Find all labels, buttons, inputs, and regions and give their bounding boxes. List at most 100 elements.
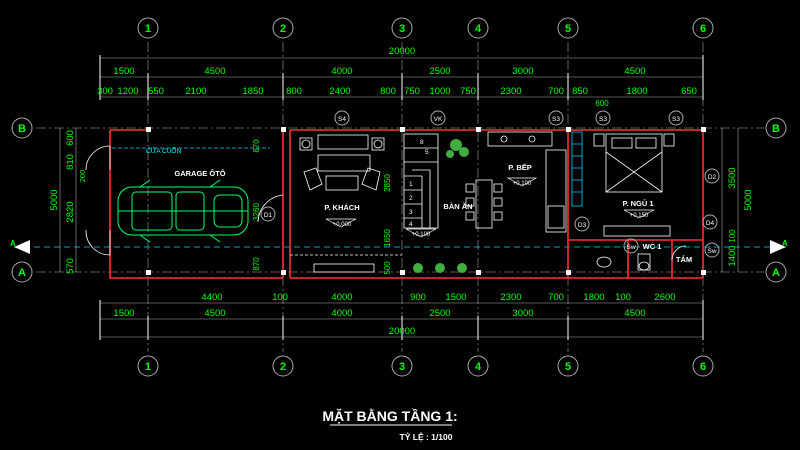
room-label-living: P. KHÁCH (324, 203, 359, 212)
svg-text:1500: 1500 (113, 308, 134, 319)
svg-text:500: 500 (383, 261, 392, 275)
svg-text:4400: 4400 (201, 292, 222, 303)
svg-text:300: 300 (97, 86, 113, 97)
window-tag-sw-1: Sw (623, 238, 639, 254)
wardrobe (571, 131, 583, 207)
plant-icons (413, 139, 469, 273)
svg-text:4500: 4500 (204, 66, 225, 77)
svg-text:3500: 3500 (727, 167, 738, 188)
section-marker-right: A (770, 239, 788, 254)
room-label-bath: TẮM (676, 255, 692, 264)
door-tag-vk: VK (430, 110, 446, 126)
svg-text:3000: 3000 (512, 308, 533, 319)
grid-bubble-1-bottom: 1 (137, 355, 159, 377)
dims-left: 5000 600 810 2820 570 200 (49, 130, 87, 274)
kitchen-counter (487, 131, 567, 233)
room-label-kitchen: P. BẾP (508, 162, 532, 172)
level-marker-bedroom: +0.150 (623, 209, 655, 219)
svg-text:100: 100 (272, 292, 288, 303)
svg-text:2: 2 (280, 23, 286, 35)
svg-text:B: B (18, 123, 26, 135)
svg-text:100: 100 (728, 229, 737, 243)
svg-text:750: 750 (460, 86, 476, 97)
dims-top-row1: 1500 4500 4000 2500 3000 4500 (113, 66, 645, 77)
svg-text:1800: 1800 (583, 292, 604, 303)
wc-fixtures (596, 245, 687, 271)
svg-text:700: 700 (548, 86, 564, 97)
grid-bubble-2-bottom: 2 (272, 355, 294, 377)
svg-text:5: 5 (565, 361, 571, 373)
room-label-dining: BÀN ĂN (443, 202, 472, 211)
grid-bubble-3-top: 3 (391, 17, 413, 39)
room-label-wc: WC 1 (643, 242, 662, 251)
svg-text:4500: 4500 (624, 66, 645, 77)
section-marker-left: A (10, 239, 30, 254)
grid-bubbles-top: 1 2 3 4 5 6 (137, 17, 714, 39)
svg-text:2500: 2500 (429, 308, 450, 319)
door-tag-d2: D2 (704, 168, 720, 184)
svg-text:5000: 5000 (743, 189, 754, 210)
svg-text:1200: 1200 (117, 86, 138, 97)
stair-garage-door (257, 194, 284, 223)
svg-text:700: 700 (548, 292, 564, 303)
svg-text:2400: 2400 (329, 86, 350, 97)
svg-text:+0.100: +0.100 (513, 181, 532, 187)
svg-text:2: 2 (409, 195, 413, 202)
grid-bubbles-bottom: 1 2 3 4 5 6 (137, 355, 714, 377)
svg-text:1: 1 (409, 181, 413, 188)
roller-door-label: CỬA CUỐN (146, 145, 181, 155)
svg-text:S3: S3 (672, 116, 680, 123)
svg-text:+0.100: +0.100 (412, 232, 431, 238)
grid-bubble-b-right: B (765, 117, 787, 139)
room-label-garage: GARAGE ÔTÔ (174, 169, 225, 178)
door-tag-d3: D3 (574, 216, 590, 232)
svg-text:850: 850 (572, 86, 588, 97)
garage-side-door (85, 145, 111, 256)
svg-text:S4: S4 (338, 116, 346, 123)
svg-text:4: 4 (475, 361, 482, 373)
svg-text:4: 4 (475, 23, 482, 35)
svg-text:A: A (782, 239, 788, 248)
door-tag-d1: D1 (260, 206, 276, 222)
grid-bubble-6-bottom: 6 (692, 355, 714, 377)
svg-text:4500: 4500 (624, 308, 645, 319)
grid-bubble-4-bottom: 4 (467, 355, 489, 377)
svg-text:VK: VK (434, 116, 443, 123)
svg-text:2300: 2300 (500, 292, 521, 303)
svg-text:3: 3 (399, 23, 405, 35)
svg-text:1000: 1000 (429, 86, 450, 97)
grid-bubble-1-top: 1 (137, 17, 159, 39)
svg-text:A: A (772, 267, 780, 279)
svg-text:600: 600 (65, 130, 76, 146)
bed-icon (593, 133, 675, 193)
svg-text:100: 100 (615, 292, 631, 303)
svg-text:750: 750 (404, 86, 420, 97)
svg-text:1800: 1800 (626, 86, 647, 97)
svg-text:1: 1 (145, 361, 151, 373)
svg-text:900: 900 (410, 292, 426, 303)
grid-lines (36, 42, 764, 352)
dimension-lines (59, 57, 739, 338)
window-tag-s3-bed-2: S3 (668, 110, 684, 126)
svg-text:4000: 4000 (331, 66, 352, 77)
svg-text:+0.150: +0.150 (630, 213, 649, 219)
svg-text:870: 870 (252, 257, 261, 271)
dims-interior: 870 3260 870 2850 1650 500 (252, 139, 392, 275)
svg-text:800: 800 (286, 86, 302, 97)
dims-bottom-row2: 1500 4500 4000 2500 3000 4500 (113, 308, 645, 319)
svg-text:2100: 2100 (185, 86, 206, 97)
level-marker-living: +0.000 (325, 218, 357, 228)
svg-text:1400: 1400 (727, 245, 738, 266)
drawing-scale: TỶ LỆ : 1/100 (400, 431, 453, 442)
window-tag-sw-2: Sw (704, 242, 720, 258)
grid-bubble-2-top: 2 (272, 17, 294, 39)
dimension-ticks (99, 55, 704, 340)
svg-text:3: 3 (409, 209, 413, 216)
grid-bubble-5-top: 5 (557, 17, 579, 39)
grid-bubbles-side: B A B A (11, 117, 787, 283)
svg-text:5: 5 (425, 149, 429, 156)
svg-text:D4: D4 (706, 220, 715, 227)
grid-bubble-b-left: B (11, 117, 33, 139)
grid-bubble-4-top: 4 (467, 17, 489, 39)
